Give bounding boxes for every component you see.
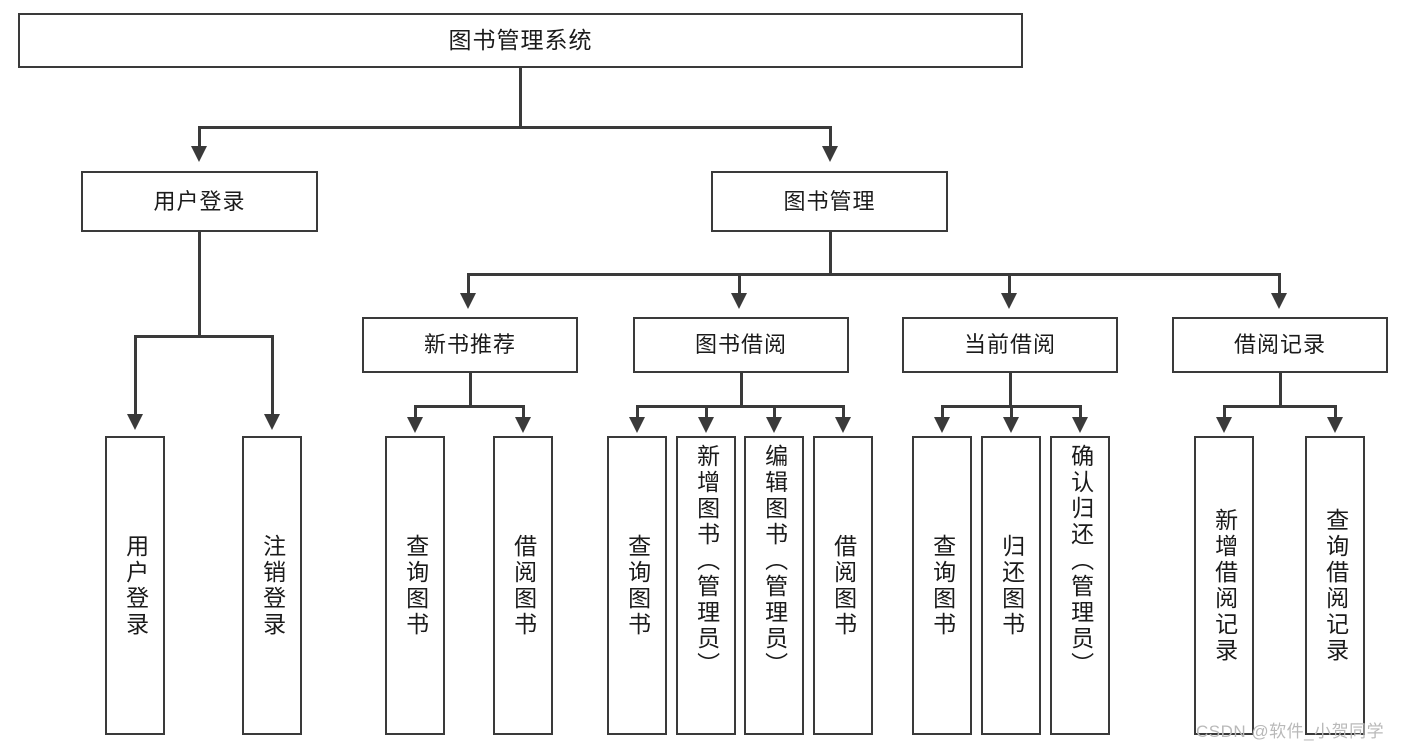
arrow-login-to-leaf1 — [127, 414, 143, 430]
leaf-label: 查询图书 — [402, 533, 429, 638]
leaf-return-books[interactable]: 归还图书 — [981, 436, 1041, 735]
arrow-borrow-to-leaf3 — [766, 417, 782, 433]
connector-login-drop — [198, 232, 201, 335]
arrow-bookmgmt-to-records — [1271, 293, 1287, 309]
leaf-label: 用户登录 — [122, 533, 149, 638]
connector-newbooks-drop — [469, 373, 472, 405]
arrow-current-to-leaf1 — [934, 417, 950, 433]
connector-current-to-leaf3 — [1079, 405, 1082, 419]
connector-bookmgmt-to-borrow — [738, 273, 741, 295]
leaf-search-books-newbooks[interactable]: 查询图书 — [385, 436, 445, 735]
connector-login-to-leaf2 — [271, 335, 274, 416]
connector-root-bus — [198, 126, 832, 129]
arrow-current-to-leaf3 — [1072, 417, 1088, 433]
arrow-root-to-login — [191, 146, 207, 162]
connector-borrow-to-leaf1 — [636, 405, 639, 419]
leaf-label: 新增图书（管理员） — [693, 444, 720, 678]
node-borrow-records[interactable]: 借阅记录 — [1172, 317, 1388, 373]
connector-current-to-leaf1 — [941, 405, 944, 419]
arrow-borrow-to-leaf1 — [629, 417, 645, 433]
leaf-edit-book-admin[interactable]: 编辑图书（管理员） — [744, 436, 804, 735]
connector-newbooks-to-leaf1 — [414, 405, 417, 419]
node-book-borrow[interactable]: 图书借阅 — [633, 317, 849, 373]
arrow-records-to-leaf1 — [1216, 417, 1232, 433]
connector-root-to-login — [198, 126, 201, 148]
leaf-label: 借阅图书 — [830, 533, 857, 638]
arrow-records-to-leaf2 — [1327, 417, 1343, 433]
connector-root-drop — [519, 68, 522, 126]
arrow-bookmgmt-to-current — [1001, 293, 1017, 309]
connector-records-to-leaf2 — [1334, 405, 1337, 419]
connector-borrow-to-leaf4 — [842, 405, 845, 419]
arrow-current-to-leaf2 — [1003, 417, 1019, 433]
arrow-borrow-to-leaf4 — [835, 417, 851, 433]
connector-bookmgmt-to-records — [1278, 273, 1281, 295]
connector-login-to-leaf1 — [134, 335, 137, 416]
leaf-label: 借阅图书 — [510, 533, 537, 638]
leaf-search-books-borrow[interactable]: 查询图书 — [607, 436, 667, 735]
leaf-borrow-books-newbooks[interactable]: 借阅图书 — [493, 436, 553, 735]
arrow-borrow-to-leaf2 — [698, 417, 714, 433]
connector-records-to-leaf1 — [1223, 405, 1226, 419]
leaf-label: 编辑图书（管理员） — [761, 444, 788, 678]
leaf-borrow-books-borrow[interactable]: 借阅图书 — [813, 436, 873, 735]
node-label: 新书推荐 — [423, 332, 516, 358]
leaf-label: 归还图书 — [998, 533, 1025, 638]
leaf-label: 查询图书 — [929, 533, 956, 638]
connector-newbooks-to-leaf2 — [522, 405, 525, 419]
connector-records-bus — [1223, 405, 1336, 408]
arrow-login-to-leaf2 — [264, 414, 280, 430]
node-label: 借阅记录 — [1233, 332, 1326, 358]
connector-borrow-to-leaf3 — [773, 405, 776, 419]
node-user-login[interactable]: 用户登录 — [81, 171, 318, 232]
csdn-watermark: CSDN @软件_小贺同学 — [1196, 722, 1385, 741]
leaf-label: 查询图书 — [624, 533, 651, 638]
node-root-system[interactable]: 图书管理系统 — [18, 13, 1023, 68]
leaf-user-login[interactable]: 用户登录 — [105, 436, 165, 735]
connector-records-drop — [1279, 373, 1282, 405]
leaf-search-borrow-record[interactable]: 查询借阅记录 — [1305, 436, 1365, 735]
connector-current-to-leaf2 — [1010, 405, 1013, 419]
connector-bookmgmt-to-newbooks — [467, 273, 470, 295]
node-label: 图书借阅 — [694, 332, 787, 358]
leaf-label: 新增借阅记录 — [1211, 507, 1238, 664]
leaf-logout[interactable]: 注销登录 — [242, 436, 302, 735]
connector-bookmgmt-to-current — [1008, 273, 1011, 295]
connector-borrow-drop — [740, 373, 743, 405]
node-label: 图书管理 — [783, 188, 876, 214]
node-label: 图书管理系统 — [448, 27, 593, 54]
connector-borrow-to-leaf2 — [705, 405, 708, 419]
node-current-borrow[interactable]: 当前借阅 — [902, 317, 1118, 373]
leaf-label: 确认归还（管理员） — [1067, 444, 1094, 678]
leaf-add-borrow-record[interactable]: 新增借阅记录 — [1194, 436, 1254, 735]
arrow-newbooks-to-leaf1 — [407, 417, 423, 433]
leaf-label: 注销登录 — [259, 533, 286, 638]
arrow-bookmgmt-to-borrow — [731, 293, 747, 309]
node-label: 用户登录 — [153, 188, 246, 214]
connector-bookmgmt-drop — [829, 232, 832, 273]
leaf-search-books-current[interactable]: 查询图书 — [912, 436, 972, 735]
leaf-label: 查询借阅记录 — [1322, 507, 1349, 664]
arrow-newbooks-to-leaf2 — [515, 417, 531, 433]
arrow-bookmgmt-to-newbooks — [460, 293, 476, 309]
leaf-confirm-return-admin[interactable]: 确认归还（管理员） — [1050, 436, 1110, 735]
connector-root-to-bookmgmt — [829, 126, 832, 148]
node-new-book-recommend[interactable]: 新书推荐 — [362, 317, 578, 373]
node-book-management[interactable]: 图书管理 — [711, 171, 948, 232]
arrow-root-to-bookmgmt — [822, 146, 838, 162]
node-label: 当前借阅 — [963, 332, 1056, 358]
connector-current-drop — [1009, 373, 1012, 405]
connector-newbooks-bus — [414, 405, 524, 408]
connector-login-bus — [134, 335, 273, 338]
leaf-add-book-admin[interactable]: 新增图书（管理员） — [676, 436, 736, 735]
connector-bookmgmt-bus — [467, 273, 1280, 276]
connector-borrow-bus — [636, 405, 844, 408]
